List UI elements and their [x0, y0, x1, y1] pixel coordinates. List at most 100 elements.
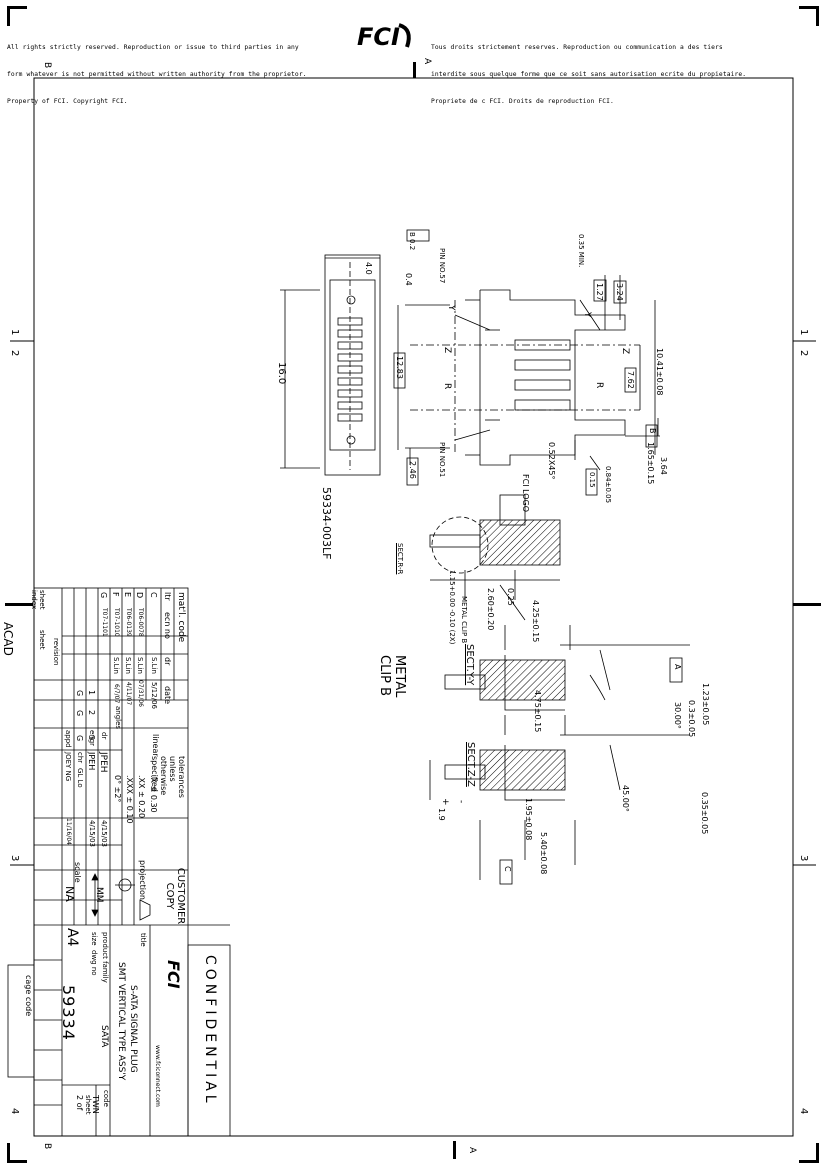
- dim-label: PIN NO.57: [438, 248, 446, 284]
- section-letter: +: [440, 798, 450, 806]
- role-label: engr: [88, 730, 96, 747]
- role-date: 11/16/04: [65, 818, 72, 845]
- dim-label: 1.27: [595, 283, 604, 301]
- sheet-label: sheet: [38, 630, 46, 650]
- crop-mark: [7, 6, 10, 26]
- notice-line: All rights strictly reserved. Reproducti…: [7, 44, 299, 51]
- size-value: A4: [64, 928, 80, 947]
- dwg-no-label: dwg no: [90, 950, 98, 976]
- datum-label: C: [503, 866, 512, 872]
- tolerance-xx: .XX ± 0.20: [137, 775, 146, 819]
- datum-label: B 0.2: [408, 232, 416, 251]
- website: www.fciconnect.com: [154, 1045, 161, 1107]
- notice-line: interdite sous quelque forme que ce soit…: [431, 71, 747, 78]
- notice-line: Propriete de c FCI. Droits de reproducti…: [431, 98, 614, 105]
- datum-label: B: [648, 428, 657, 434]
- fci-logo: FCI: [355, 19, 415, 53]
- dim-label: 1.23±0.05: [701, 683, 710, 726]
- copyright-notice-fr: Tous droits strictement reserves. Reprod…: [431, 25, 746, 115]
- rev-date: 6/7/07: [113, 684, 120, 704]
- rev-dr: S.Lin: [124, 657, 132, 674]
- section-letter: Y: [582, 312, 592, 318]
- section-label: SECT.R-R: [396, 543, 404, 575]
- dim-label: 3.64: [659, 457, 668, 475]
- dim-label: 3.24: [615, 283, 624, 301]
- cage-code-label: cage code: [24, 975, 33, 1017]
- rev-ecn: T07-1010: [113, 608, 120, 637]
- section-label: SECT.Y-Y: [464, 644, 475, 686]
- mat-code-label: mat'l. code: [176, 592, 186, 643]
- center-mark: [413, 62, 416, 78]
- dim-label: 0.35±0.05: [700, 792, 709, 835]
- dim-label: 4.0: [364, 262, 373, 275]
- section-letter: Z: [620, 348, 630, 355]
- linear-label: linear: [151, 734, 160, 757]
- section-letter: R: [594, 382, 604, 389]
- section-letter: -: [456, 800, 466, 804]
- rev-ecn: T06-0078: [137, 608, 144, 637]
- center-mark: [793, 603, 821, 606]
- notice-line: Tous droits strictement reserves. Reprod…: [431, 44, 723, 51]
- crop-mark: [7, 1160, 27, 1163]
- datum-label: A: [673, 664, 682, 670]
- crop-mark: [799, 6, 819, 9]
- section-r-r: [429, 494, 571, 650]
- section-z-z: [429, 734, 690, 885]
- dim-label: 4.75±0.15: [533, 690, 542, 733]
- dim-label: 0.25: [506, 588, 515, 606]
- dim-label: 0.52X45°: [547, 442, 556, 480]
- dim-label: 12.83: [395, 356, 404, 379]
- center-mark: [5, 603, 33, 606]
- dim-label: 5.40±0.08: [539, 832, 548, 875]
- tolerance-xxx: .XXX ± 0.10: [125, 775, 134, 824]
- sheet-revision: G: [75, 710, 84, 717]
- title-line-1: S-ATA SIGNAL PLUG: [128, 985, 138, 1073]
- sheet-of-label: sheet: [84, 1095, 92, 1115]
- dim-label: 1.95±0.08: [524, 798, 533, 841]
- revision-label: revision: [52, 638, 60, 666]
- crop-mark: [7, 6, 27, 9]
- rev-ecn: T06-0139: [125, 608, 132, 637]
- dim-label: 45.00°: [621, 785, 630, 812]
- crop-mark: [799, 1160, 819, 1163]
- section-label: SECT.Z-Z: [465, 742, 476, 787]
- sheet-revision: G: [75, 690, 84, 697]
- tolerance-x: .X ± 0.30: [149, 775, 158, 813]
- product-family: SATA: [99, 1025, 109, 1048]
- rev-dr: S.Lin: [136, 657, 144, 674]
- rev-ltr: D: [135, 592, 144, 599]
- section-y-y: [444, 644, 690, 735]
- dim-label: PIN NO.51: [438, 442, 446, 478]
- dim-label: 0.84±0.05: [604, 466, 612, 504]
- role-name: JPEH: [87, 752, 96, 771]
- dim-label: 0.35 MIN.: [577, 234, 585, 268]
- section-letter: Y: [446, 305, 456, 311]
- dim-label: 7.62: [626, 371, 635, 389]
- confidential-stamp: CONFIDENTIAL: [202, 955, 218, 1107]
- rev-header: ecn no: [163, 612, 172, 639]
- rev-ltr: E: [123, 592, 132, 598]
- dim-label: 2.46: [408, 461, 417, 479]
- title-label: title: [139, 933, 147, 947]
- dwg-no-value: 59334: [59, 985, 78, 1041]
- rev-date: 4/11/07: [125, 682, 132, 706]
- metal-clip-label: METAL CLIP B: [377, 655, 407, 698]
- dim-label: 16.0: [276, 362, 287, 385]
- product-family-label: product family: [101, 932, 109, 983]
- sheet-number: 1: [87, 690, 96, 696]
- projection-label: projection: [138, 860, 147, 900]
- role-date: 4/15/03: [100, 820, 108, 847]
- dim-label: 10.41±0.08: [655, 348, 664, 396]
- dim-label: 0.4: [404, 273, 413, 286]
- role-label: dr: [100, 732, 108, 740]
- title-block-logo: FCI: [164, 960, 183, 989]
- role-name: JPEH: [98, 752, 108, 773]
- sheet-number: 2: [87, 710, 96, 716]
- top-view: [280, 254, 381, 476]
- role-name: JOEY NG: [64, 752, 72, 782]
- rev-ltr: C: [149, 592, 158, 598]
- sheet-of: 2 of: [75, 1095, 84, 1111]
- role-date: 4/15/03: [88, 820, 96, 847]
- rev-date: 5/12/06: [150, 682, 158, 709]
